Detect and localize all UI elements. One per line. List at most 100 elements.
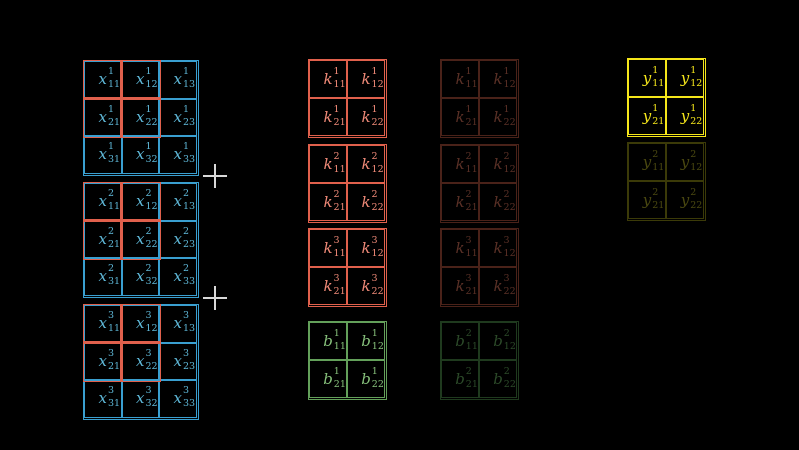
cell-subscript: 12 xyxy=(503,247,516,259)
cell-subscript: 11 xyxy=(107,79,121,91)
cell-subscript: 21 xyxy=(465,116,478,128)
cell-subscript: 11 xyxy=(333,340,346,352)
cell-subscript: 21 xyxy=(107,116,121,128)
cell-superscript: 1 xyxy=(145,66,152,78)
cell-superscript: 1 xyxy=(690,102,697,114)
cell-subscript: 12 xyxy=(503,78,516,90)
cell-subscript: 21 xyxy=(333,116,346,128)
cell-superscript: 2 xyxy=(145,225,152,237)
plus-icon xyxy=(203,164,227,188)
cell-superscript: 2 xyxy=(145,188,152,200)
cell-subscript: 21 xyxy=(333,378,346,390)
cell-subscript: 11 xyxy=(333,247,346,259)
cell-superscript: 2 xyxy=(107,263,115,275)
cell-subscript: 21 xyxy=(465,378,478,390)
plus-icon xyxy=(203,286,227,310)
cell-subscript: 31 xyxy=(107,154,121,166)
cell-subscript: 33 xyxy=(182,154,196,166)
cell-superscript: 2 xyxy=(182,263,190,275)
cell-subscript: 13 xyxy=(182,79,196,91)
cell-subscript: 21 xyxy=(107,360,121,372)
cell-superscript: 3 xyxy=(333,234,340,246)
cell-subscript: 22 xyxy=(690,115,703,127)
cell-superscript: 3 xyxy=(371,272,378,284)
cell-subscript: 12 xyxy=(690,161,703,173)
cell-superscript: 3 xyxy=(503,272,510,284)
cell-superscript: 2 xyxy=(371,150,378,162)
cell-superscript: 2 xyxy=(182,188,190,200)
cell-subscript: 22 xyxy=(503,285,516,297)
cell-subscript: 21 xyxy=(465,285,478,297)
cell-superscript: 2 xyxy=(690,186,697,198)
cell-superscript: 1 xyxy=(690,64,697,76)
cell-superscript: 1 xyxy=(652,102,659,114)
cell-subscript: 32 xyxy=(145,276,158,288)
cell-subscript: 12 xyxy=(503,340,516,352)
cell-subscript: 12 xyxy=(145,79,158,91)
cell-subscript: 32 xyxy=(145,154,158,166)
cell-subscript: 31 xyxy=(107,398,121,410)
cell-subscript: 22 xyxy=(145,116,158,128)
cell-subscript: 11 xyxy=(465,163,478,175)
cell-superscript: 1 xyxy=(333,365,340,377)
cell-superscript: 2 xyxy=(503,188,510,200)
cell-superscript: 1 xyxy=(371,65,378,77)
cell-subscript: 22 xyxy=(690,199,703,211)
